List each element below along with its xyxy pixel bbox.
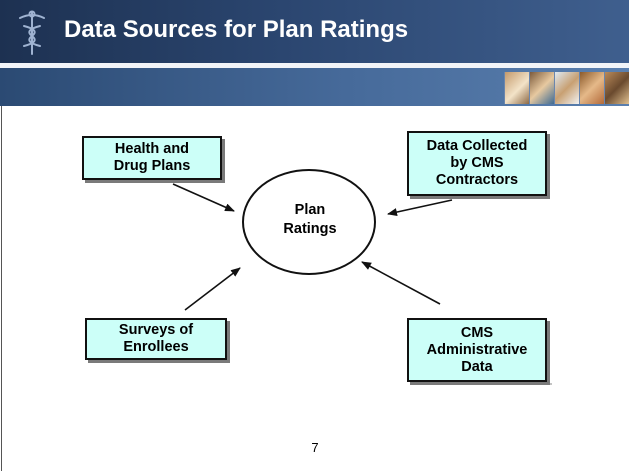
source-box-cms-contractors: Data Collected by CMS Contractors bbox=[407, 131, 547, 196]
caduceus-logo-icon bbox=[19, 10, 45, 55]
arrow-contractors-to-center bbox=[387, 199, 453, 216]
photo-thumb bbox=[579, 72, 604, 104]
left-border-rule bbox=[1, 106, 2, 471]
photo-thumb bbox=[529, 72, 554, 104]
arrow-surveys-to-center bbox=[184, 267, 241, 311]
center-node-label: Plan Ratings bbox=[283, 202, 337, 237]
slide-title: Data Sources for Plan Ratings bbox=[64, 16, 409, 43]
center-node-circle bbox=[242, 169, 376, 275]
arrow-health-to-center bbox=[172, 183, 235, 212]
source-box-cms-administrative-data: CMS Administrative Data bbox=[407, 318, 547, 382]
title-bar: Data Sources for Plan Ratings bbox=[0, 0, 629, 63]
page-number: 7 bbox=[311, 440, 319, 455]
photo-thumb bbox=[554, 72, 579, 104]
photo-thumb bbox=[504, 72, 529, 104]
source-box-surveys-enrollees: Surveys of Enrollees bbox=[85, 318, 227, 360]
healthcare-photo-strip bbox=[504, 72, 629, 104]
source-box-health-drug-plans: Health and Drug Plans bbox=[82, 136, 222, 180]
photo-thumb bbox=[604, 72, 629, 104]
arrow-admin-to-center bbox=[361, 261, 441, 305]
title-divider bbox=[0, 63, 629, 68]
